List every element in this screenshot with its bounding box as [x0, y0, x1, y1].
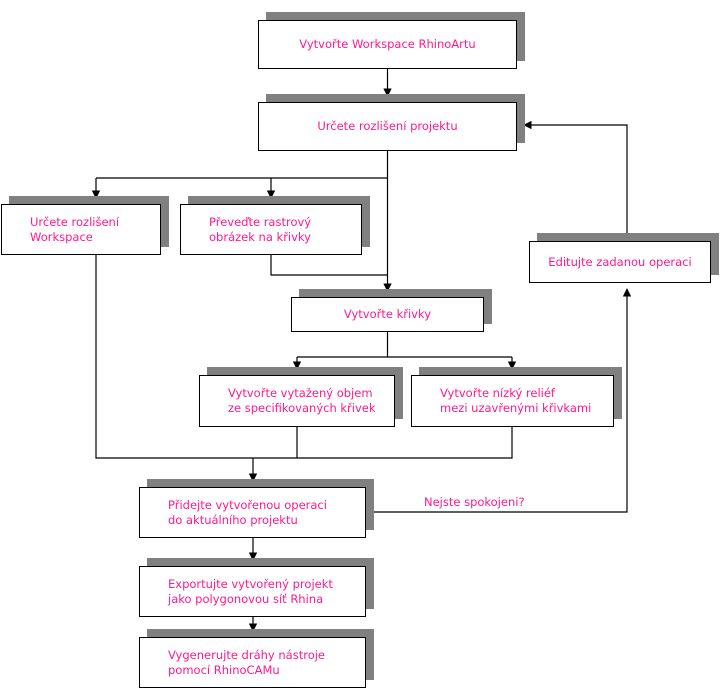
node-create-extruded-solid[interactable]: Vytvořte vytažený objem ze specifikovaný…	[199, 375, 395, 427]
node-text: Editujte zadanou operaci	[548, 254, 692, 269]
wire-workspace-resolution-bypass	[95, 255, 253, 459]
node-text: Vygenerujte dráhy nástroje pomocí RhinoC…	[168, 647, 325, 677]
node-set-workspace-resolution[interactable]: Určete rozlišení Workspace	[1, 204, 161, 255]
node-text: Určete rozlišení projektu	[317, 119, 458, 133]
node-text: Vytvořte vytažený objem ze specifikovaný…	[228, 386, 376, 415]
node-add-operation-to-project[interactable]: Přidejte vytvořenou operaci do aktuálníh…	[139, 487, 366, 538]
node-generate-toolpaths[interactable]: Vygenerujte dráhy nástroje pomocí RhinoC…	[139, 637, 366, 688]
node-create-low-relief[interactable]: Vytvořte nízký reliéf mezi uzavřenými kř…	[411, 375, 614, 427]
node-text: Vytvořte Workspace RhinoArtu	[299, 37, 476, 51]
node-text: Přidejte vytvořenou operaci do aktuálníh…	[168, 497, 327, 527]
edge-label-not-satisfied: Nejste spokojeni?	[424, 495, 525, 509]
wire-low-relief-merge	[253, 427, 513, 459]
node-text: Vytvořte nízký reliéf mezi uzavřenými kř…	[440, 386, 592, 415]
wire-edit-to-resolution	[523, 120, 628, 241]
node-edit-given-operation[interactable]: Editujte zadanou operaci	[529, 241, 711, 283]
node-text: Převeďte rastrový obrázek na křivky	[209, 214, 312, 244]
node-create-curves[interactable]: Vytvořte křivky	[291, 297, 484, 332]
node-export-project-as-mesh[interactable]: Exportujte vytvořený projekt jako polygo…	[139, 566, 366, 617]
node-text: Vytvořte křivky	[343, 307, 432, 321]
node-convert-raster-to-curves[interactable]: Převeďte rastrový obrázek na křivky	[180, 204, 362, 255]
node-set-project-resolution[interactable]: Určete rozlišení projektu	[258, 102, 517, 151]
node-create-workspace[interactable]: Vytvořte Workspace RhinoArtu	[258, 20, 517, 69]
node-text: Exportujte vytvořený projekt jako polygo…	[168, 576, 333, 606]
wire-convert-raster-join	[270, 255, 388, 276]
node-text: Určete rozlišení Workspace	[30, 214, 120, 244]
